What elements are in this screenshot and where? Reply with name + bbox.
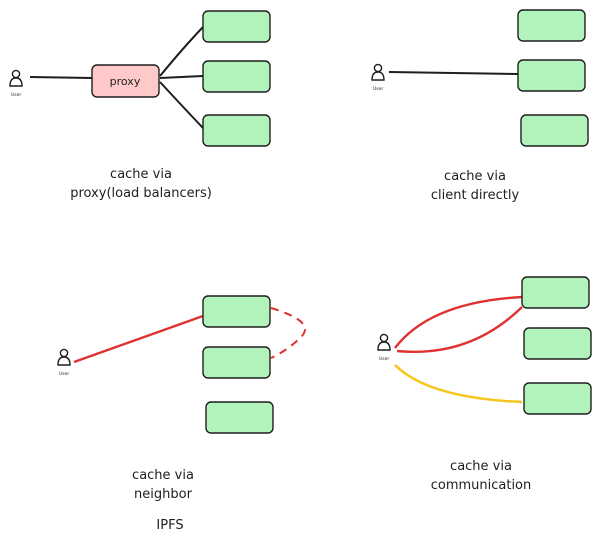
person-icon — [371, 63, 385, 81]
server-box[interactable] — [205, 401, 274, 434]
caption-line-1: cache via — [110, 167, 172, 182]
server-box[interactable] — [202, 10, 271, 43]
panel-client: User cache via client directly — [371, 9, 589, 203]
server-box[interactable] — [520, 114, 589, 147]
ipfs-label: IPFS — [156, 518, 183, 533]
caption-line-1: cache via — [132, 468, 194, 483]
panel-neighbor: User cache via neighbor IPFS — [57, 295, 306, 533]
person-icon — [9, 69, 23, 87]
link-proxy-server-2 — [159, 75, 204, 79]
person-icon — [377, 333, 391, 351]
caption-line-2: proxy(load balancers) — [70, 186, 212, 201]
server-box[interactable] — [521, 276, 590, 309]
neighbor-link — [270, 307, 306, 359]
server-box[interactable] — [202, 114, 271, 147]
server-box[interactable] — [523, 327, 592, 360]
proxy-label: proxy — [110, 75, 141, 88]
server-box[interactable] — [517, 9, 586, 42]
link-user-server — [73, 314, 204, 364]
server-box[interactable] — [202, 295, 271, 328]
caption-line-2: communication — [431, 478, 532, 493]
user-label: User — [373, 86, 383, 92]
server-box[interactable] — [202, 60, 271, 93]
link-user-server — [388, 71, 519, 75]
user-label: User — [59, 371, 69, 377]
caption-line-1: cache via — [444, 169, 506, 184]
link-proxy-server-1 — [159, 26, 204, 77]
link-user-server-bottom — [394, 364, 523, 404]
panel-proxy: User proxy cache via proxy(load balancer… — [9, 10, 271, 201]
caption-line-2: client directly — [431, 188, 520, 203]
user-label: User — [379, 356, 389, 362]
link-user-server-top — [394, 295, 523, 349]
caption-line-2: neighbor — [134, 487, 193, 502]
caption-line-1: cache via — [450, 459, 512, 474]
user-label: User — [11, 92, 21, 98]
server-box[interactable] — [523, 382, 592, 415]
server-box[interactable] — [517, 59, 586, 92]
proxy-box[interactable] — [91, 64, 160, 98]
server-box[interactable] — [202, 346, 271, 379]
person-icon — [57, 348, 71, 366]
link-user-proxy — [29, 76, 93, 79]
panel-communication: User cache via communication — [377, 276, 592, 493]
link-user-server-curve — [396, 306, 523, 353]
link-proxy-server-3 — [159, 81, 204, 129]
